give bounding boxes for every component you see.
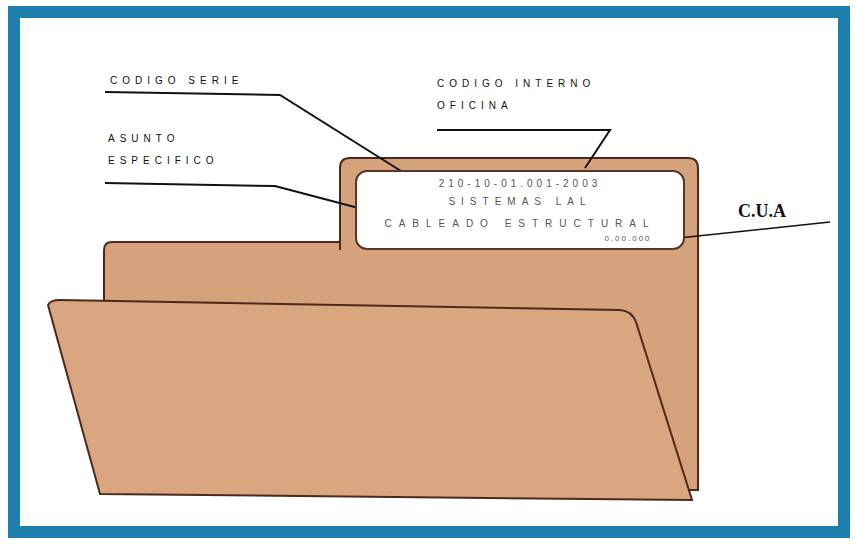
callout-label: ASUNTO ESPECIFICO (108, 128, 268, 172)
label-text: SISTEMAS LAL (357, 196, 683, 207)
callout-label: C.U.A (738, 200, 838, 222)
label-text: 210-10-01.001-2003 (357, 178, 683, 189)
callout-label: CODIGO INTERNO OFICINA (437, 73, 627, 117)
folder-flap (48, 300, 692, 500)
leader-line (437, 130, 610, 168)
callout-label: CODIGO SERIE (110, 70, 310, 92)
label-text: 0.00.000 (583, 234, 673, 243)
label-text: CABLEADO ESTRUCTURAL (357, 218, 683, 229)
frame (14, 12, 844, 532)
leader-line (105, 183, 385, 215)
folder-label: 210-10-01.001-2003SISTEMAS LAL CABLEADO E… (355, 170, 685, 250)
leader-line (660, 222, 830, 240)
